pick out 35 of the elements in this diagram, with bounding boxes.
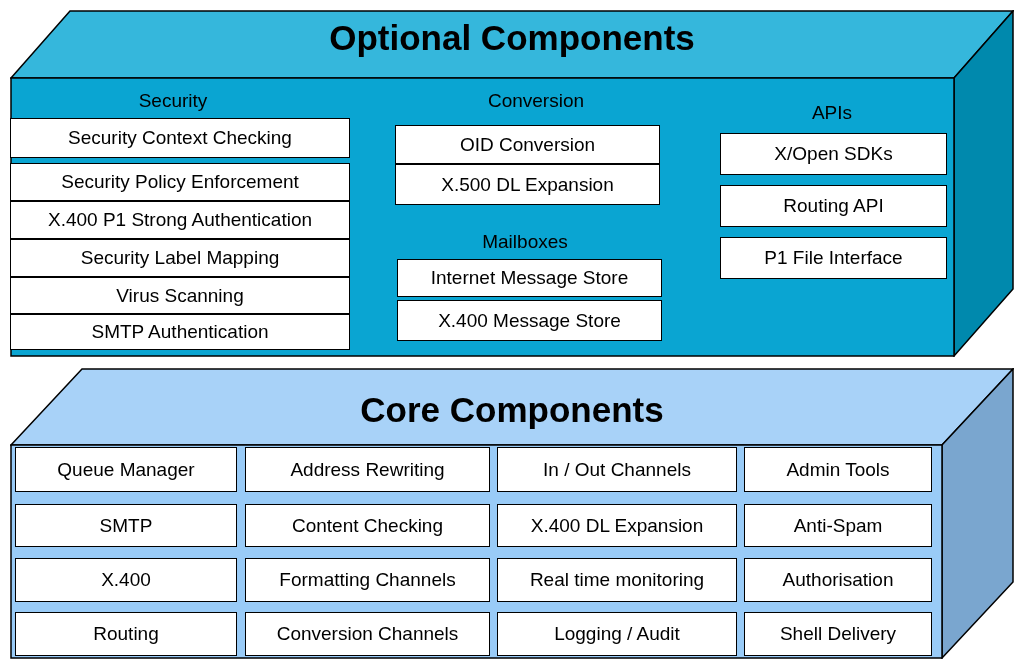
group-heading: Conversion — [487, 90, 585, 112]
component-box: SMTP Authentication — [10, 314, 350, 350]
component-box: X/Open SDKs — [720, 133, 947, 175]
component-box: P1 File Interface — [720, 237, 947, 279]
component-box: Internet Message Store — [397, 259, 662, 297]
group-heading: Security — [138, 90, 208, 112]
box-title: Core Components — [359, 390, 665, 430]
component-box: X.500 DL Expansion — [395, 164, 660, 205]
component-box: Address Rewriting — [245, 447, 490, 492]
component-box: Real time monitoring — [497, 558, 737, 602]
component-box: OID Conversion — [395, 125, 660, 164]
component-box: Queue Manager — [15, 447, 237, 492]
box-title: Optional Components — [328, 18, 696, 58]
component-box: Security Context Checking — [10, 118, 350, 158]
component-box: Virus Scanning — [10, 277, 350, 314]
component-box: Security Label Mapping — [10, 239, 350, 277]
component-box: Logging / Audit — [497, 612, 737, 656]
component-box: X.400 — [15, 558, 237, 602]
component-box: Routing — [15, 612, 237, 656]
component-box: Admin Tools — [744, 447, 932, 492]
component-box: Formatting Channels — [245, 558, 490, 602]
component-box: Shell Delivery — [744, 612, 932, 656]
component-box: SMTP — [15, 504, 237, 547]
component-box: X.400 P1 Strong Authentication — [10, 201, 350, 239]
group-heading: Mailboxes — [482, 231, 568, 253]
component-box: Conversion Channels — [245, 612, 490, 656]
component-box: In / Out Channels — [497, 447, 737, 492]
component-box: Content Checking — [245, 504, 490, 547]
component-box: X.400 DL Expansion — [497, 504, 737, 547]
component-box: Routing API — [720, 185, 947, 227]
component-box: Security Policy Enforcement — [10, 163, 350, 201]
component-box: X.400 Message Store — [397, 300, 662, 341]
component-box: Authorisation — [744, 558, 932, 602]
group-heading: APIs — [811, 102, 853, 124]
component-box: Anti-Spam — [744, 504, 932, 547]
